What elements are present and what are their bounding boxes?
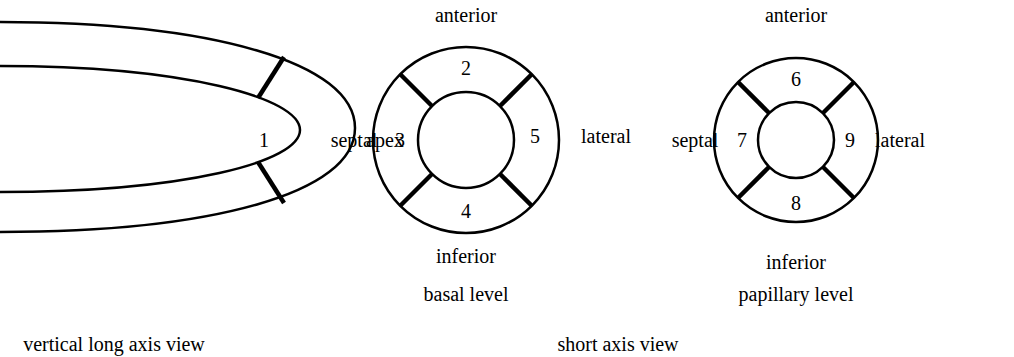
view-direction-label: lateral <box>581 125 631 147</box>
view-direction-label: septal <box>672 129 719 151</box>
basal-inner-ring <box>418 92 514 188</box>
view-direction-label: inferior <box>436 245 496 267</box>
segment-divider <box>738 167 769 198</box>
papillary-outer-ring <box>714 58 878 222</box>
segment-divider <box>738 82 769 113</box>
segment-divider <box>500 74 532 106</box>
segment-divider <box>258 57 284 98</box>
segment-divider <box>400 174 432 206</box>
view-caption: short axis view <box>557 333 678 355</box>
level-label: basal level <box>424 283 509 305</box>
callout-number: 1 <box>259 129 269 151</box>
callout-number: 7 <box>737 129 747 151</box>
inner-wall <box>0 66 300 192</box>
segment-divider <box>400 74 432 106</box>
view-direction-label: septal <box>331 129 378 151</box>
view-direction-label: anterior <box>765 4 827 26</box>
papillary-inner-ring <box>758 102 834 178</box>
view-direction-label: lateral <box>875 129 925 151</box>
callout-number: 8 <box>791 192 801 214</box>
segment-divider <box>258 162 284 203</box>
callout-number: 6 <box>791 68 801 90</box>
basal-outer-ring <box>373 47 559 233</box>
segment-divider <box>823 167 854 198</box>
segment-divider <box>823 82 854 113</box>
callout-number: 3 <box>395 129 405 151</box>
outer-wall <box>0 22 355 232</box>
callout-number: 5 <box>530 125 540 147</box>
callout-number: 4 <box>461 200 471 222</box>
view-direction-label: anterior <box>435 4 497 26</box>
callout-number: 9 <box>845 129 855 151</box>
level-label: papillary level <box>739 283 854 305</box>
view-caption: vertical long axis view <box>23 333 205 355</box>
segment-divider <box>500 174 532 206</box>
callout-number: 2 <box>461 57 471 79</box>
view-direction-label: inferior <box>766 251 826 273</box>
